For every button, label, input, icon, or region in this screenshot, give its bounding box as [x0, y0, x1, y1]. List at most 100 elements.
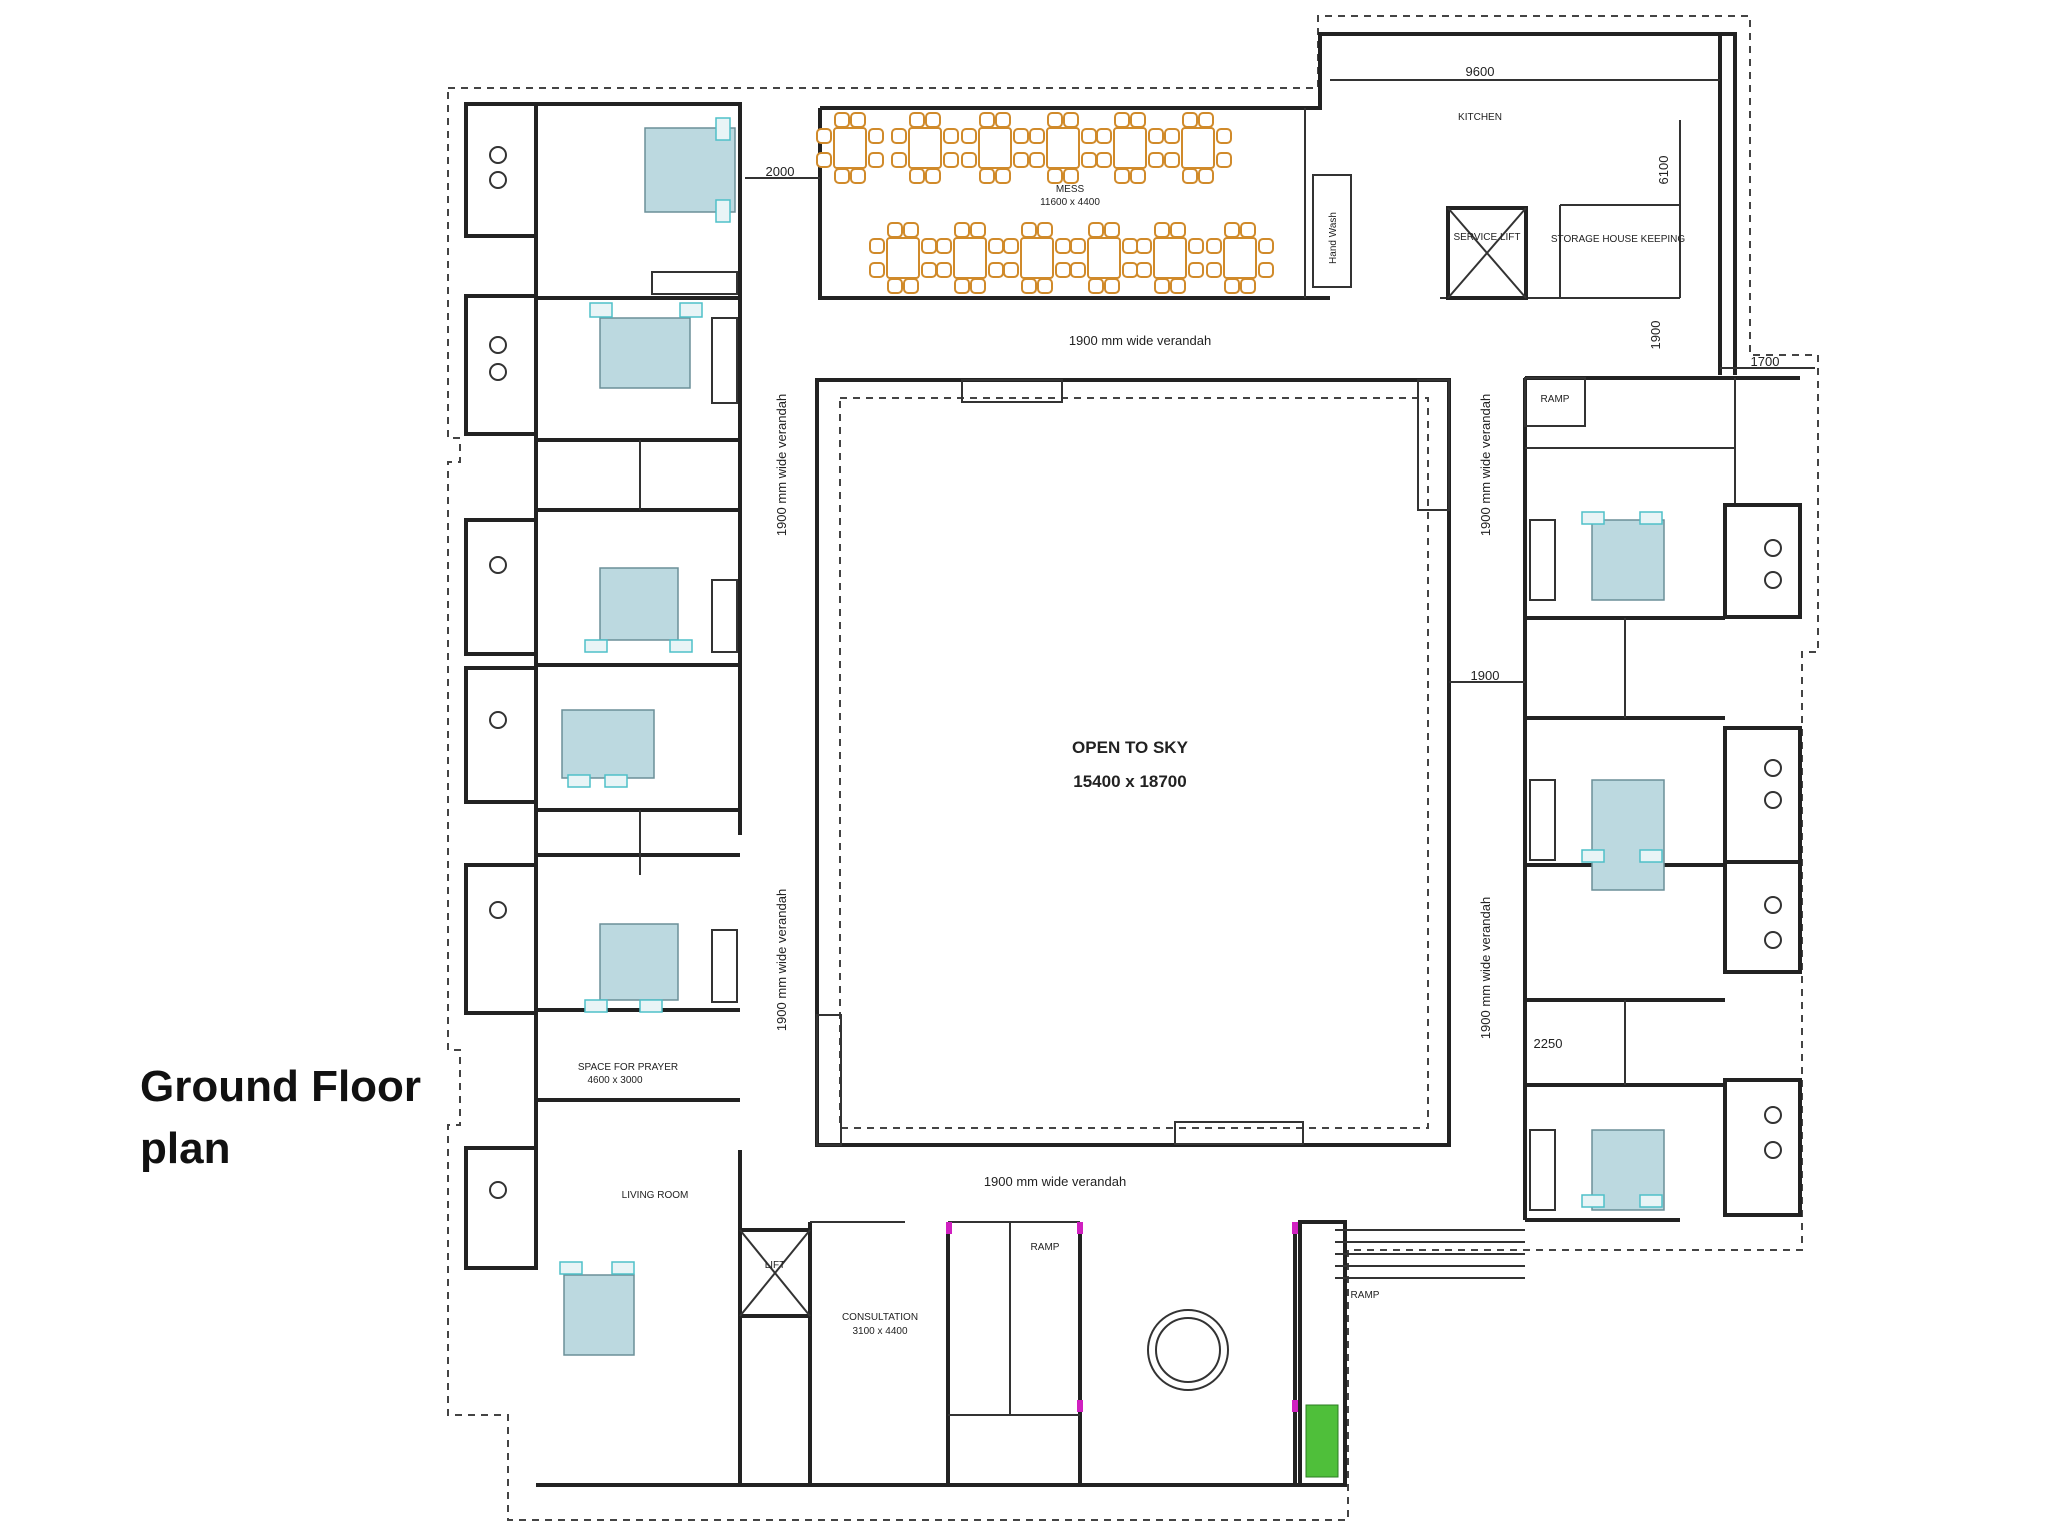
fixture-icon — [489, 556, 507, 574]
dining-chair — [1047, 112, 1063, 128]
dining-chair — [1170, 222, 1186, 238]
dining-chair — [995, 112, 1011, 128]
dining-chair — [1224, 278, 1240, 294]
consultation-size-label: 3100 x 4400 — [852, 1326, 907, 1337]
fixture-icon — [1764, 571, 1782, 589]
dining-chair — [1130, 112, 1146, 128]
dining-chair — [1170, 278, 1186, 294]
dining-chair — [954, 222, 970, 238]
dining-chair — [887, 222, 903, 238]
dining-chair — [1188, 238, 1204, 254]
dining-chair — [1029, 152, 1045, 168]
dining-chair — [925, 168, 941, 184]
verandah-label-right-upper: 1900 mm wide verandah — [1478, 394, 1493, 536]
dining-chair — [925, 112, 941, 128]
fixture-icon — [1764, 791, 1782, 809]
dining-chair — [1104, 222, 1120, 238]
dining-chair — [1055, 262, 1071, 278]
dining-table — [1087, 237, 1121, 279]
slide-title: Ground Floor plan — [140, 1062, 422, 1173]
dining-table — [1181, 127, 1215, 169]
dining-table — [1046, 127, 1080, 169]
lift-label: LIFT — [765, 1260, 786, 1271]
fixture-icon — [489, 146, 507, 164]
dining-chair — [850, 168, 866, 184]
mess-label: MESS — [1056, 184, 1085, 195]
dining-chair — [816, 152, 832, 168]
fixture-icon — [489, 711, 507, 729]
verandah-label-top: 1900 mm wide verandah — [1069, 333, 1211, 348]
fixture-icon — [1764, 539, 1782, 557]
fixture-icon — [489, 336, 507, 354]
courtyard: OPEN TO SKY 15400 x 18700 — [815, 378, 1451, 1147]
verandah-label-right-lower: 1900 mm wide verandah — [1478, 897, 1493, 1039]
dining-chair — [909, 168, 925, 184]
dining-chair — [868, 128, 884, 144]
dining-chair — [921, 238, 937, 254]
dining-chair — [869, 238, 885, 254]
dining-chair — [1070, 262, 1086, 278]
dining-chair — [887, 278, 903, 294]
dining-chair — [1013, 128, 1029, 144]
dining-chair — [1148, 128, 1164, 144]
dining-chair — [1037, 222, 1053, 238]
dining-chair — [1081, 128, 1097, 144]
dining-chair — [1122, 238, 1138, 254]
dining-chair — [921, 262, 937, 278]
dining-chair — [1164, 152, 1180, 168]
dining-chair — [1182, 112, 1198, 128]
consultation-label: CONSULTATION — [842, 1312, 918, 1323]
dining-table — [978, 127, 1012, 169]
prayer-label: SPACE FOR PRAYER — [578, 1062, 678, 1073]
dining-chair — [1055, 238, 1071, 254]
dining-chair — [961, 128, 977, 144]
beds-right — [1581, 511, 1665, 1211]
dining-chair — [936, 262, 952, 278]
prayer-size-label: 4600 x 3000 — [587, 1075, 642, 1086]
dining-table — [908, 127, 942, 169]
storage-label: STORAGE HOUSE KEEPING — [1551, 234, 1686, 245]
dining-tables — [816, 112, 1274, 294]
living-label: LIVING ROOM — [622, 1190, 689, 1201]
dining-chair — [988, 238, 1004, 254]
dining-chair — [1136, 238, 1152, 254]
kitchen-label: KITCHEN — [1458, 112, 1502, 123]
dining-chair — [1164, 128, 1180, 144]
dining-chair — [954, 278, 970, 294]
dim-kitchen-side: 6100 — [1656, 156, 1671, 185]
dining-chair — [1088, 222, 1104, 238]
dining-chair — [834, 168, 850, 184]
dining-chair — [936, 238, 952, 254]
dim-right-1900: 1900 — [1648, 321, 1663, 350]
dining-chair — [1021, 222, 1037, 238]
dining-table — [953, 237, 987, 279]
dining-chair — [1047, 168, 1063, 184]
ramp-label-bottom-right: RAMP — [1351, 1290, 1380, 1301]
dining-chair — [961, 152, 977, 168]
fixture-icon — [489, 171, 507, 189]
verandah-label-bottom: 1900 mm wide verandah — [984, 1174, 1126, 1189]
ramp-label-bottom: RAMP — [1031, 1242, 1060, 1253]
dining-chair — [903, 278, 919, 294]
hand-wash-label: Hand Wash — [1328, 212, 1339, 264]
dining-table — [1153, 237, 1187, 279]
dining-table — [1020, 237, 1054, 279]
dining-chair — [1206, 238, 1222, 254]
dining-table — [1223, 237, 1257, 279]
dim-right-mid: 1900 — [1471, 668, 1500, 683]
service-lift-label: SERVICE LIFT — [1453, 232, 1520, 243]
courtyard-label: OPEN TO SKY — [1072, 738, 1189, 757]
dining-chair — [1240, 222, 1256, 238]
top-block: Hand Wash SERVICE LIFT STORAGE HOUSE KEE… — [745, 32, 1815, 375]
site-boundary — [447, 15, 1819, 1521]
dining-chair — [979, 112, 995, 128]
dining-chair — [1063, 112, 1079, 128]
dining-chair — [816, 128, 832, 144]
dining-chair — [1096, 128, 1112, 144]
dining-chair — [1136, 262, 1152, 278]
dining-table — [833, 127, 867, 169]
dining-chair — [943, 128, 959, 144]
dining-chair — [1188, 262, 1204, 278]
staircases — [651, 271, 1556, 1211]
